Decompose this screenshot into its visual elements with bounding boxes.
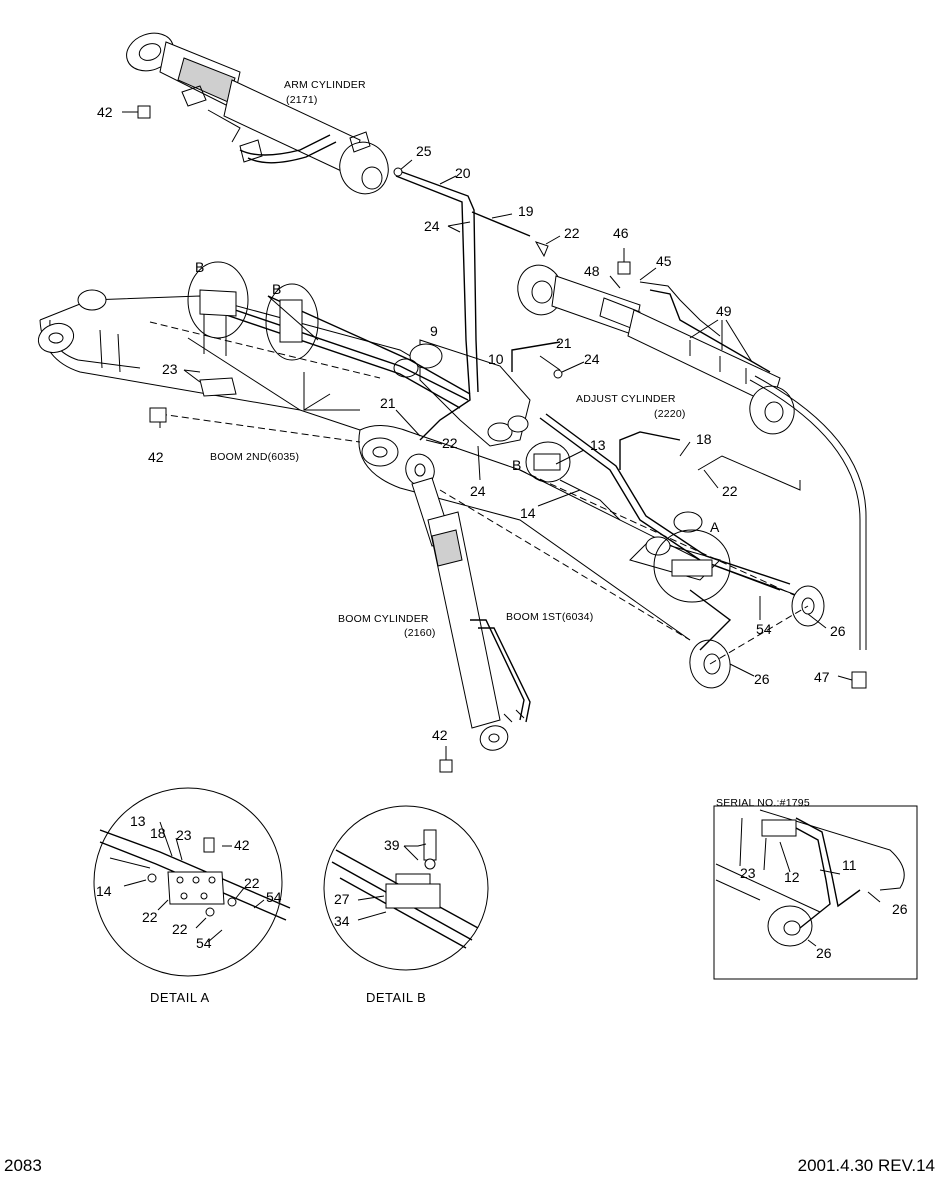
callout-24-joint: 24 [470, 483, 486, 499]
page-number: 2083 [4, 1156, 42, 1175]
arm-cylinder-code: (2171) [286, 94, 318, 106]
callout-48: 48 [584, 263, 600, 279]
svg-text:BOOM 1ST(6034): BOOM 1ST(6034) [506, 611, 593, 623]
svg-text:(2160): (2160) [404, 627, 436, 639]
adjust-cylinder-code: (2220) [654, 408, 686, 420]
ref-a: A [710, 519, 720, 535]
svg-text:BOOM 2ND(6035): BOOM 2ND(6035) [210, 451, 299, 463]
ref-b-1: B [195, 259, 204, 275]
detail-a-marker [653, 529, 731, 603]
detail-b-marker-3 [525, 441, 571, 483]
callout-22-right: 22 [722, 483, 738, 499]
boom-2nd-drawing [37, 289, 521, 443]
callout-10: 10 [488, 351, 504, 367]
callout-42-cylinder: 42 [432, 727, 448, 743]
detail-a-part-42: 42 [234, 837, 250, 853]
detail-a-title: DETAIL A [150, 990, 210, 1005]
detail-b-part-27: 27 [334, 891, 350, 907]
serial-title: SERIAL NO.:#1795 [716, 797, 810, 809]
ref-b-3: B [512, 457, 521, 473]
svg-text:BOOM CYLINDER: BOOM CYLINDER [338, 613, 429, 625]
boom-cylinder-drawing [405, 453, 531, 751]
boom-cylinder-name: BOOM CYLINDER [338, 613, 429, 625]
detail-a-part-23: 23 [176, 827, 192, 843]
callout-24-top: 24 [424, 218, 440, 234]
boom-2nd-label: BOOM 2ND(6035) [210, 451, 299, 463]
adjust-cylinder-drawing [517, 264, 795, 435]
boom-joint-drawing [393, 339, 531, 447]
callout-26-bottom: 26 [754, 671, 770, 687]
svg-text:(2171): (2171) [286, 94, 318, 106]
arm-cylinder-drawing [126, 32, 389, 195]
callout-23: 23 [162, 361, 178, 377]
detail-b-marker-1 [187, 261, 301, 411]
detail-a-part-22-b: 22 [172, 921, 188, 937]
hydraulic-lines [199, 171, 867, 651]
leader-lines [122, 105, 867, 773]
callout-54: 54 [756, 621, 772, 637]
callout-42-arm: 42 [97, 104, 113, 120]
detail-b: 39 27 34 DETAIL B [323, 805, 489, 1005]
main-labels: ARM CYLINDER (2171) ADJUST CYLINDER (222… [210, 79, 686, 639]
callout-46: 46 [613, 225, 629, 241]
callout-25: 25 [416, 143, 432, 159]
revision-date: 2001.4.30 REV.14 [797, 1156, 935, 1175]
arm-cylinder-name: ARM CYLINDER [284, 79, 366, 91]
detail-a-part-22-a: 22 [142, 909, 158, 925]
boom-cylinder-code: (2160) [404, 627, 436, 639]
callout-20: 20 [455, 165, 471, 181]
detail-reference-letters: B B B A [195, 259, 720, 535]
adjust-cylinder-name: ADJUST CYLINDER [576, 393, 676, 405]
serial-part-26-b: 26 [816, 945, 832, 961]
detail-a-part-18: 18 [150, 825, 166, 841]
callout-24-right: 24 [584, 351, 600, 367]
detail-a-part-14: 14 [96, 883, 112, 899]
detail-a-part-13: 13 [130, 813, 146, 829]
detail-b-part-34: 34 [334, 913, 350, 929]
callout-22-joint: 22 [442, 435, 458, 451]
detail-b-title: DETAIL B [366, 990, 426, 1005]
callout-45: 45 [656, 253, 672, 269]
serial-part-26-a: 26 [892, 901, 908, 917]
callout-42-boom: 42 [148, 449, 164, 465]
detail-a-part-22-c: 22 [244, 875, 260, 891]
callout-26-right: 26 [830, 623, 846, 639]
callout-14: 14 [520, 505, 536, 521]
callout-9: 9 [430, 323, 438, 339]
callout-47: 47 [814, 669, 830, 685]
ref-b-2: B [272, 281, 281, 297]
callout-18: 18 [696, 431, 712, 447]
svg-text:ADJUST CYLINDER: ADJUST CYLINDER [576, 393, 676, 405]
callout-22-top: 22 [564, 225, 580, 241]
serial-part-23: 23 [740, 865, 756, 881]
boom-1st-label: BOOM 1ST(6034) [506, 611, 593, 623]
svg-text:(2220): (2220) [654, 408, 686, 420]
serial-inset: SERIAL NO.:#1795 23 12 11 26 26 [713, 797, 918, 980]
serial-part-11: 11 [842, 857, 857, 873]
detail-a-part-54-b: 54 [196, 935, 212, 951]
detail-b-marker-2 [265, 283, 319, 361]
detail-b-part-39: 39 [384, 837, 400, 853]
callout-19: 19 [518, 203, 534, 219]
callout-21-left: 21 [380, 395, 396, 411]
callout-13: 13 [590, 437, 606, 453]
detail-a: 13 18 23 42 14 22 22 22 54 54 DETAIL A [93, 787, 291, 1005]
serial-part-12: 12 [784, 869, 800, 885]
part-callouts: 42 25 20 19 24 22 46 45 48 49 9 10 21 24… [97, 104, 846, 743]
svg-text:ARM CYLINDER: ARM CYLINDER [284, 79, 366, 91]
callout-49: 49 [716, 303, 732, 319]
callout-21-right: 21 [556, 335, 572, 351]
detail-a-part-54-a: 54 [266, 889, 282, 905]
